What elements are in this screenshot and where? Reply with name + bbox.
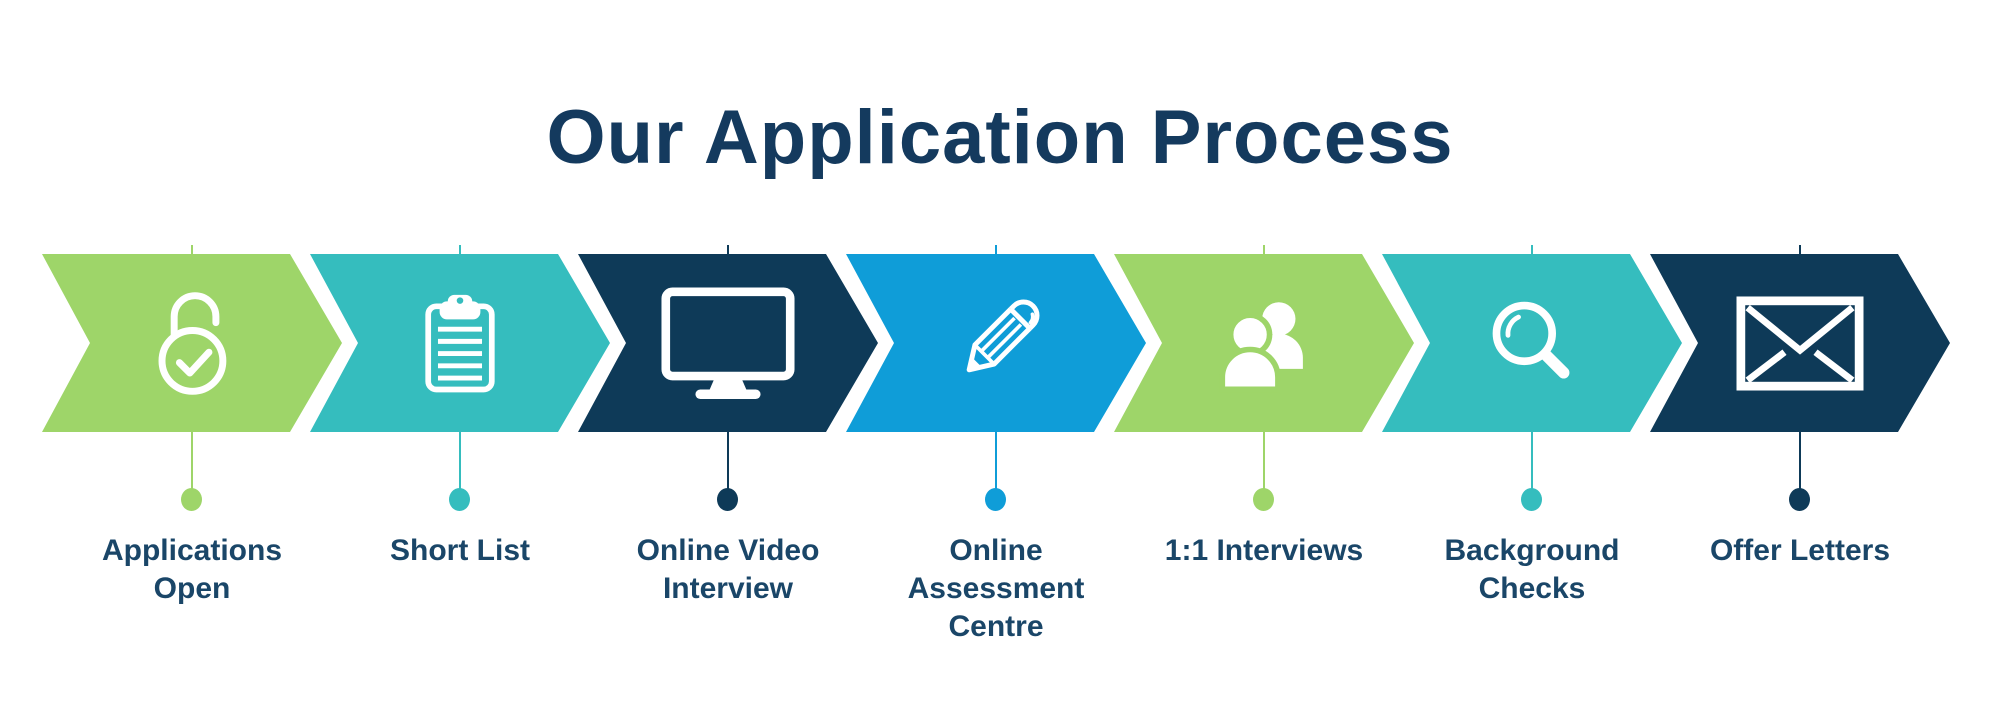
- step-label: Online Video Interview: [636, 534, 820, 605]
- step-dot: [1521, 488, 1542, 511]
- connector-line: [727, 432, 729, 489]
- page-title: Our Application Process: [546, 95, 1454, 180]
- step-chevron: [1382, 254, 1682, 432]
- connector-stub: [459, 245, 461, 254]
- step-label: Short List: [390, 534, 530, 567]
- process-step: Online Assessment Centre: [846, 0, 1146, 711]
- connector-line: [1799, 432, 1801, 489]
- step-chevron: [1114, 254, 1414, 432]
- process-step: Short List: [310, 0, 610, 711]
- step-chevron: [846, 254, 1146, 432]
- step-label: Applications Open: [101, 534, 282, 605]
- monitor-icon: [661, 287, 795, 400]
- process-step: 1:1 Interviews: [1114, 0, 1414, 711]
- connector-stub: [1799, 245, 1801, 254]
- connector-stub: [727, 245, 729, 254]
- step-dot: [449, 488, 470, 511]
- connector-line: [191, 432, 193, 489]
- step-dot: [985, 488, 1006, 511]
- connector-stub: [191, 245, 193, 254]
- unlock-check-icon: [142, 287, 242, 400]
- step-dot: [717, 488, 738, 511]
- connector-line: [459, 432, 461, 489]
- connector-stub: [1531, 245, 1533, 254]
- connector-line: [995, 432, 997, 489]
- connector-stub: [1263, 245, 1265, 254]
- clipboard-icon: [415, 290, 505, 396]
- step-dot: [1253, 488, 1274, 511]
- step-chevron: [1650, 254, 1950, 432]
- connector-stub: [995, 245, 997, 254]
- step-dot: [181, 488, 202, 511]
- step-chevron: [578, 254, 878, 432]
- step-label: 1:1 Interviews: [1164, 534, 1364, 567]
- process-step: Online Video Interview: [578, 0, 878, 711]
- process-step: Background Checks: [1382, 0, 1682, 711]
- step-chevron: [42, 254, 342, 432]
- process-step: Applications Open: [42, 0, 342, 711]
- step-dot: [1789, 488, 1810, 511]
- step-label: Online Assessment Centre: [907, 534, 1085, 643]
- magnifier-icon: [1484, 295, 1580, 391]
- envelope-icon: [1736, 295, 1864, 391]
- step-label: Offer Letters: [1709, 534, 1891, 567]
- step-label: Background Checks: [1444, 534, 1620, 605]
- connector-line: [1531, 432, 1533, 489]
- pencil-icon: [940, 287, 1052, 399]
- people-icon: [1212, 293, 1316, 393]
- connector-line: [1263, 432, 1265, 489]
- step-chevron: [310, 254, 610, 432]
- process-step: Offer Letters: [1650, 0, 1950, 711]
